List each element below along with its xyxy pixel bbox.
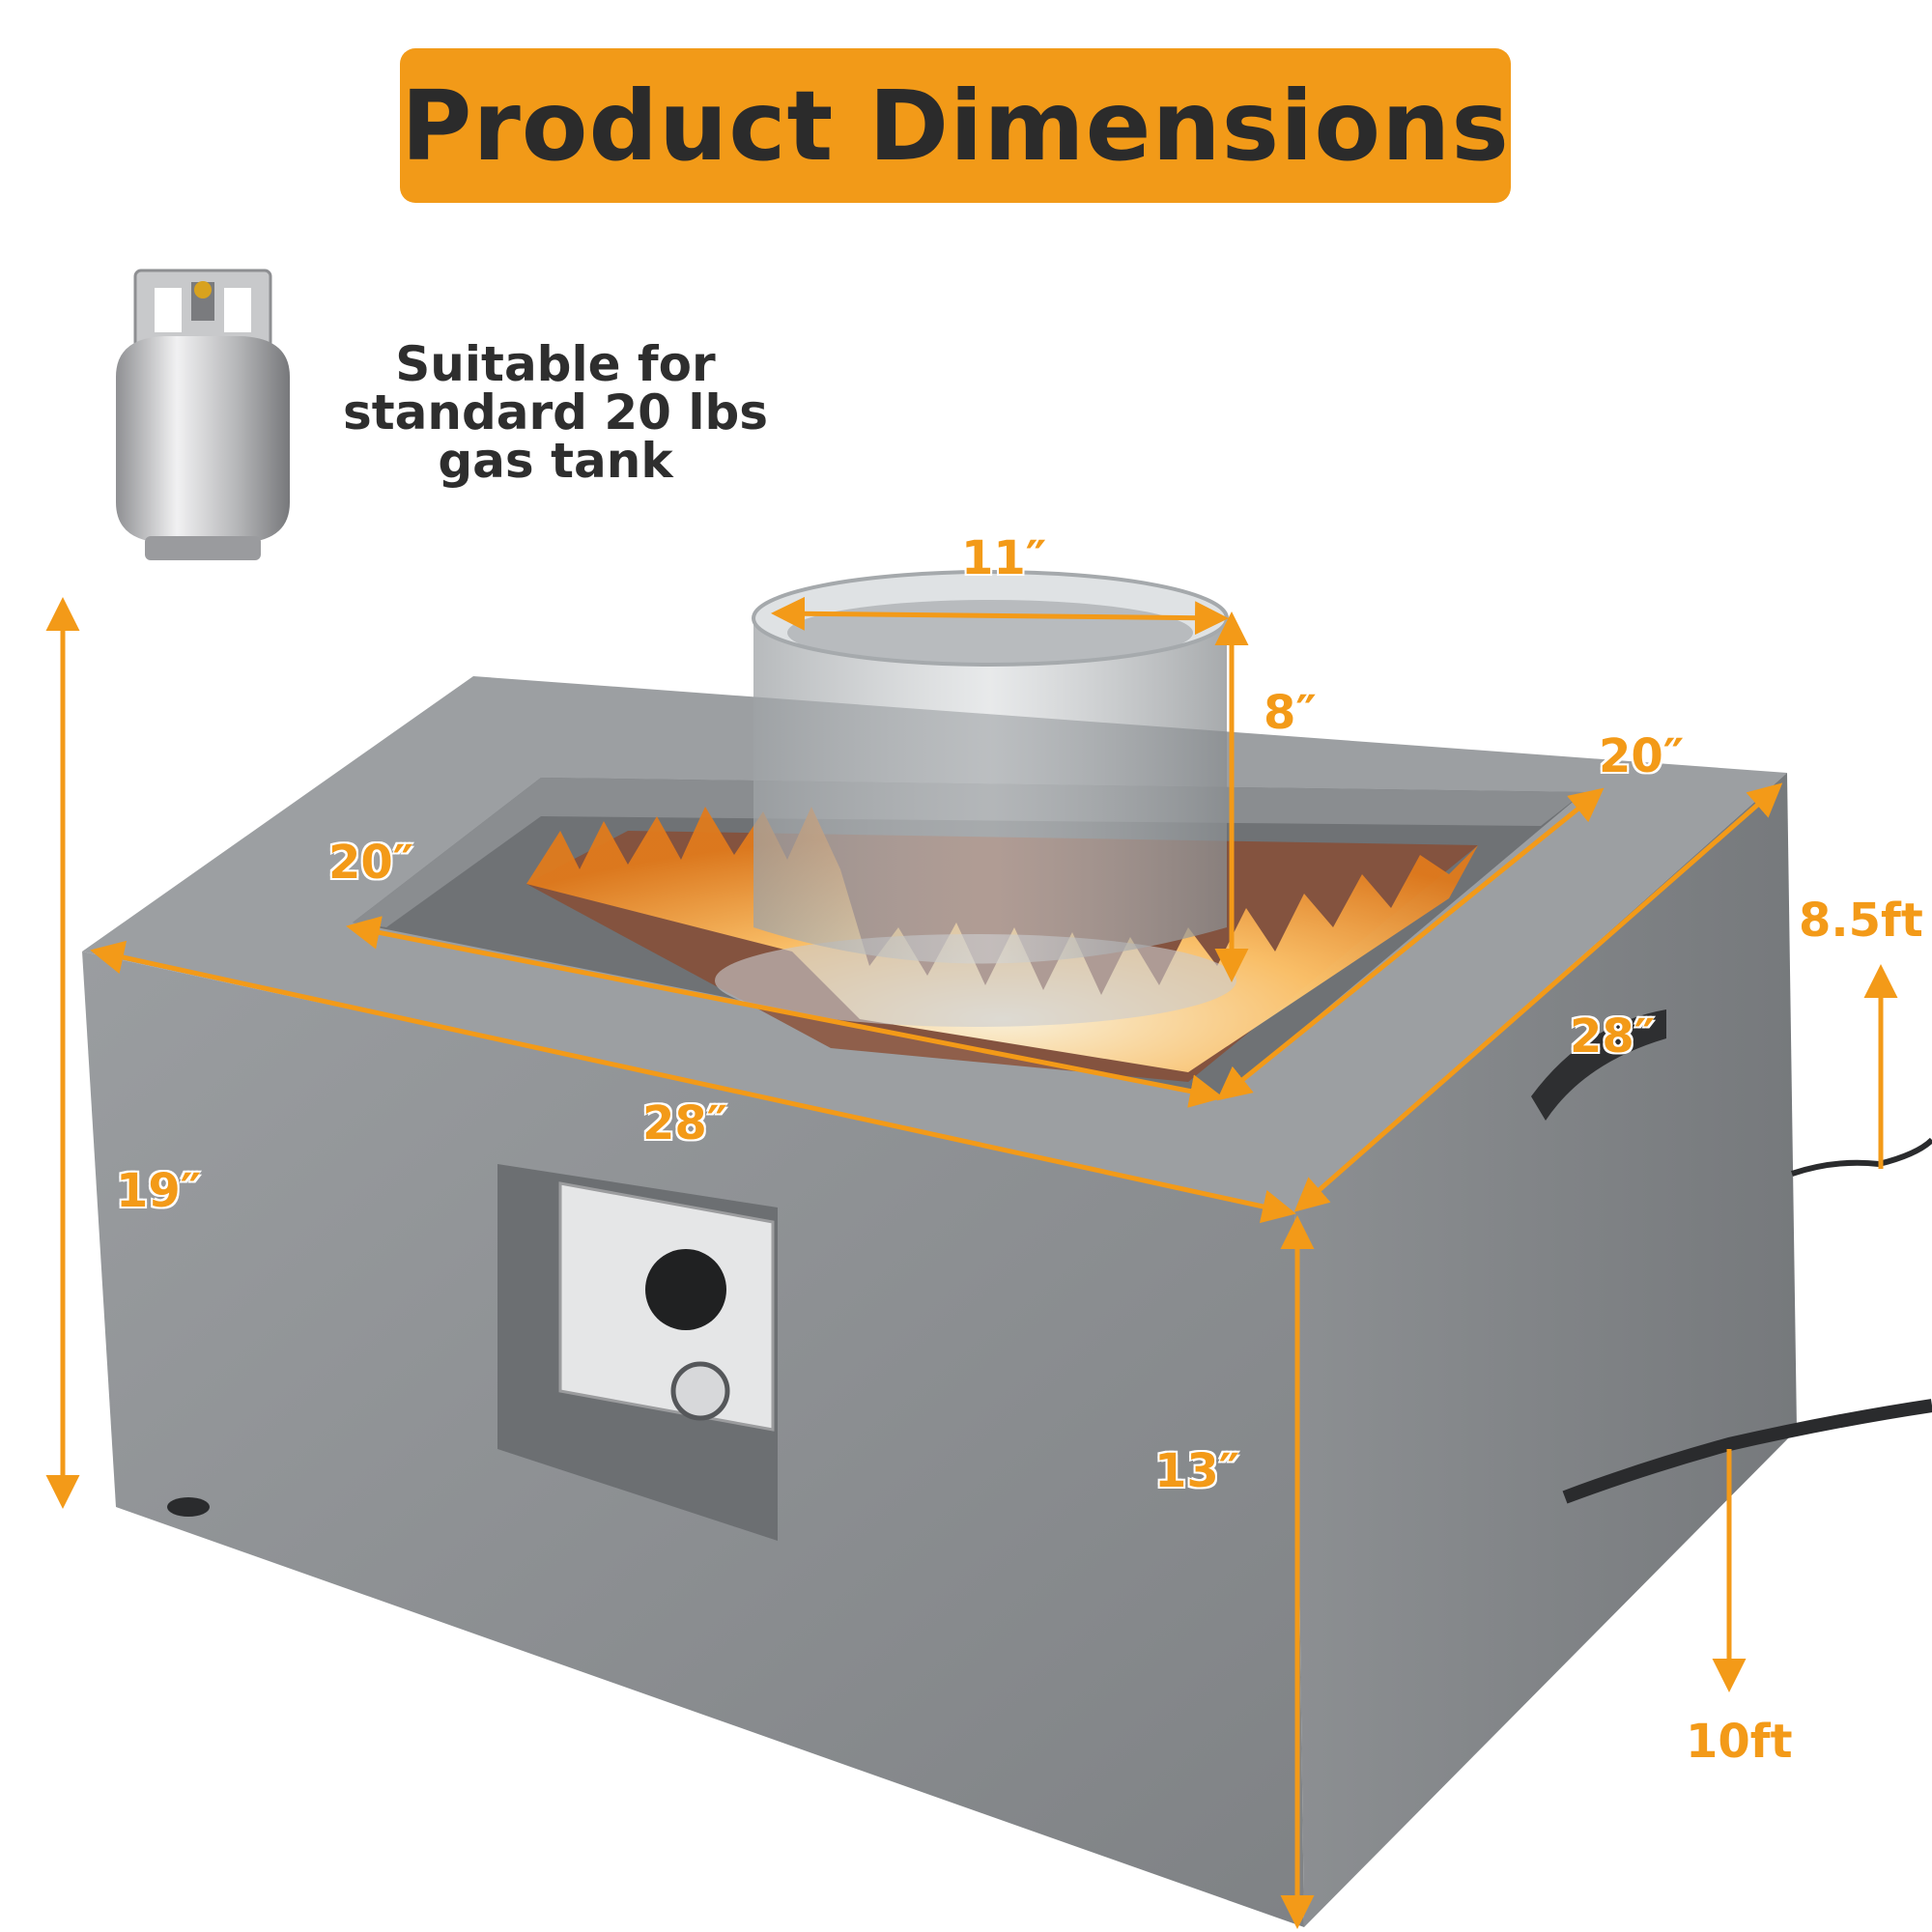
glass-height-label: 8″ [1264,686,1317,740]
tank-note-line-3: gas tank [438,433,673,489]
dimension-lines [45,596,1898,1929]
top-width-label: 28″ [642,1096,728,1151]
tank-note: Suitable for standard 20 lbs gas tank [319,340,792,485]
glass-diameter-label: 11″ [961,531,1047,585]
glass-diameter-arrow [771,596,1229,636]
top-width-arrow [90,940,1296,1224]
top-depth-label: 28″ [1570,1009,1656,1064]
burner-depth-label: 20″ [1599,729,1685,783]
page-title: Product Dimensions [401,69,1510,183]
hose-length-label: 10ft [1686,1715,1793,1769]
body-height-label: 13″ [1154,1444,1240,1498]
total-height-label: 19″ [116,1164,202,1218]
top-depth-arrow [1293,782,1783,1212]
tank-note-line-2: standard 20 lbs [342,384,769,440]
title-banner: Product Dimensions [400,48,1511,203]
cord-length-label: 8.5ft [1799,894,1923,948]
tank-note-line-1: Suitable for [395,336,716,392]
gas-tank-icon [116,269,290,560]
burner-width-label: 20″ [328,836,414,890]
